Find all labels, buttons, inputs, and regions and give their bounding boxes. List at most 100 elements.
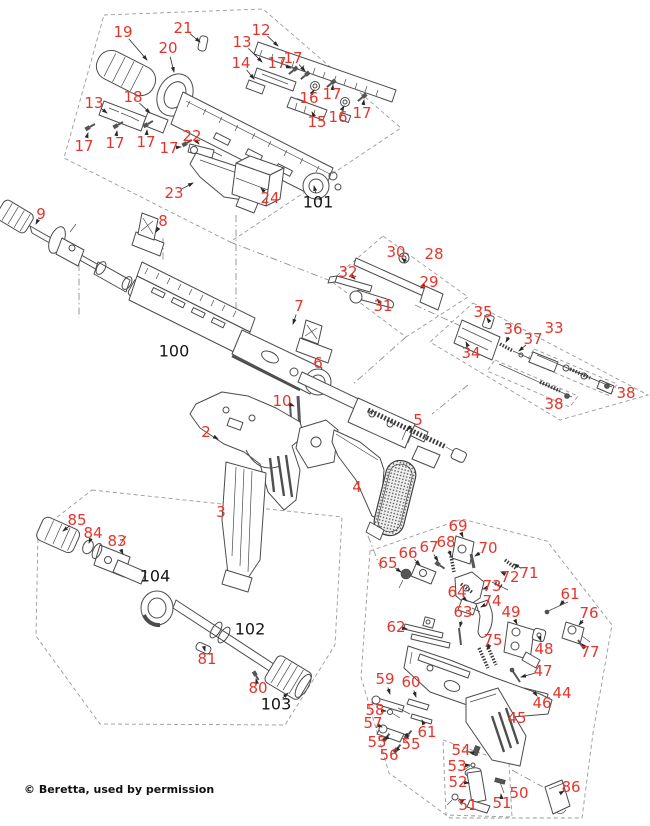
leader-line [246,69,255,80]
leader-line [513,563,522,569]
leader-line [313,185,318,194]
leader-line [288,402,295,407]
group-charging-handle [327,252,444,311]
leader-line [520,672,535,678]
part-label-55: 55 [367,733,386,751]
part-label-36: 36 [503,320,522,338]
nut-16 [340,97,350,107]
part-label-37: 37 [523,330,542,348]
part-spring-36 [499,342,514,353]
leader-line [285,64,292,69]
part-bolt-carrier-34 [453,319,501,361]
part-catch-76 [561,621,591,645]
part-label-35: 35 [473,303,492,321]
part-label-22: 22 [182,127,201,145]
leader-line [447,550,452,557]
part-label-34: 34 [461,344,480,362]
leader-line [35,218,41,225]
part-pin-58 [387,709,401,719]
screw-17 [326,78,337,88]
leader-line [267,35,279,47]
leader-line [459,620,463,628]
part-label-72: 72 [500,568,519,586]
part-recoil-spring-5 [366,407,467,469]
part-label-17: 17 [352,104,371,122]
part-label-2: 2 [201,423,211,441]
leader-line [350,274,356,280]
part-label-23: 23 [164,184,183,202]
leader-line [395,567,402,573]
part-label-38: 38 [544,395,563,413]
part-label-18: 18 [123,88,142,106]
part-label-58: 58 [365,701,384,719]
part-bolt-release-59 [371,695,411,715]
part-barrel-nut-103 [264,655,313,700]
part-label-81: 81 [197,650,216,668]
part-label-103: 103 [261,695,292,714]
part-bolt-33 [528,351,615,395]
part-label-31: 31 [373,297,392,315]
group-top-cover-assembly [84,35,397,214]
leader-line [128,38,148,61]
part-label-20: 20 [158,39,177,57]
connector-line [511,769,544,788]
part-label-38: 38 [616,384,635,402]
leader-line [84,132,89,139]
screw-17 [84,123,96,132]
part-label-13: 13 [232,33,251,51]
screw-17 [181,139,193,148]
leader-line [292,314,297,325]
part-linkage-62 [403,616,451,649]
leader-line [189,33,201,43]
leader-line [433,554,439,562]
leader-line [559,599,565,606]
part-trigger-74 [471,599,493,638]
part-label-17: 17 [136,133,155,151]
part-label-61: 61 [417,723,436,741]
part-top-rail-12 [253,41,397,123]
part-label-24: 24 [260,189,279,207]
part-label-17: 17 [159,139,178,157]
part-rail-insert-13-left [98,100,147,132]
part-pin-70 [469,553,476,569]
part-label-3: 3 [216,503,226,521]
part-rear-sight-7 [295,319,333,364]
part-label-69: 69 [448,517,467,535]
part-label-64: 64 [447,583,466,601]
part-grip-cap-86 [544,779,571,815]
leader-line [421,719,426,726]
part-label-49: 49 [501,603,520,621]
leader-line [420,283,427,289]
part-label-59: 59 [375,670,394,688]
leader-line [500,571,507,577]
part-label-9: 9 [36,205,46,223]
outline-lower-barrel-group [35,489,343,726]
part-label-60: 60 [401,673,420,691]
part-label-45: 45 [507,709,526,727]
part-label-48: 48 [534,640,553,658]
part-label-53: 53 [447,757,466,775]
screw-17 [288,65,299,75]
part-pin-67 [434,560,446,570]
part-label-46: 46 [532,694,551,712]
part-label-65: 65 [378,554,397,572]
part-blade-32 [327,275,373,293]
leader-line [394,746,401,752]
part-label-5: 5 [413,411,423,429]
part-label-4: 4 [352,478,362,496]
group-upper-receiver [128,261,467,469]
leader-line [119,548,124,555]
part-knob-65 [398,568,412,589]
leader-line [581,643,587,649]
part-guide-rod-38-lower [498,363,573,399]
part-label-12: 12 [251,21,270,39]
part-block-24 [231,155,285,207]
part-label-50: 50 [509,784,528,802]
part-label-67: 67 [419,538,438,556]
part-label-17: 17 [105,134,124,152]
part-label-84: 84 [83,524,102,542]
part-label-62: 62 [386,618,405,636]
leader-line [155,226,161,233]
